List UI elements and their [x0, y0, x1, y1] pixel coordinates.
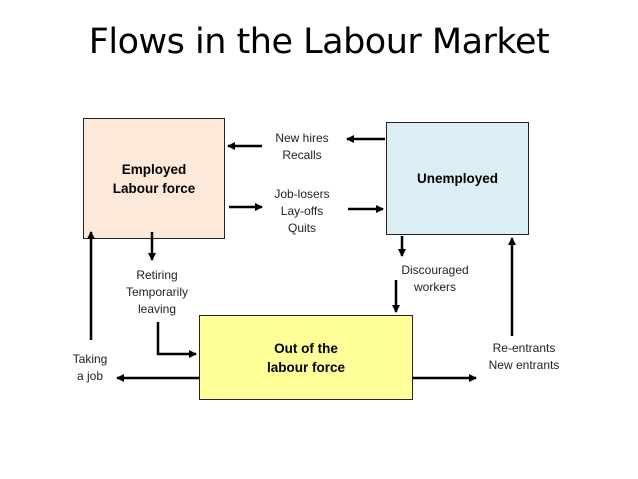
job-losers-label: Job-losers Lay-offs Quits: [274, 187, 330, 235]
employed-label: Employed Labour force: [112, 161, 196, 196]
taking-a-job-label: Taking a job: [72, 352, 108, 383]
retiring-arrow-into-olf: [156, 322, 197, 358]
re-entrants-label: Re-entrants New entrants: [488, 341, 560, 372]
discouraged-workers-label: Discouraged workers: [401, 263, 469, 294]
unemployed-box: Unemployed: [386, 122, 529, 235]
unemployed-label: Unemployed: [416, 171, 498, 186]
employed-labour-force-box: Employed Labour force: [83, 118, 225, 239]
retiring-label: Retiring Temporarily leaving: [125, 268, 188, 316]
out-of-labour-force-box: Out of the labour force: [199, 315, 413, 400]
diagram-title: Flows in the Labour Market: [88, 22, 550, 62]
new-hires-label: New hires Recalls: [275, 131, 329, 162]
out-of-labour-force-label: Out of the labour force: [266, 340, 345, 375]
